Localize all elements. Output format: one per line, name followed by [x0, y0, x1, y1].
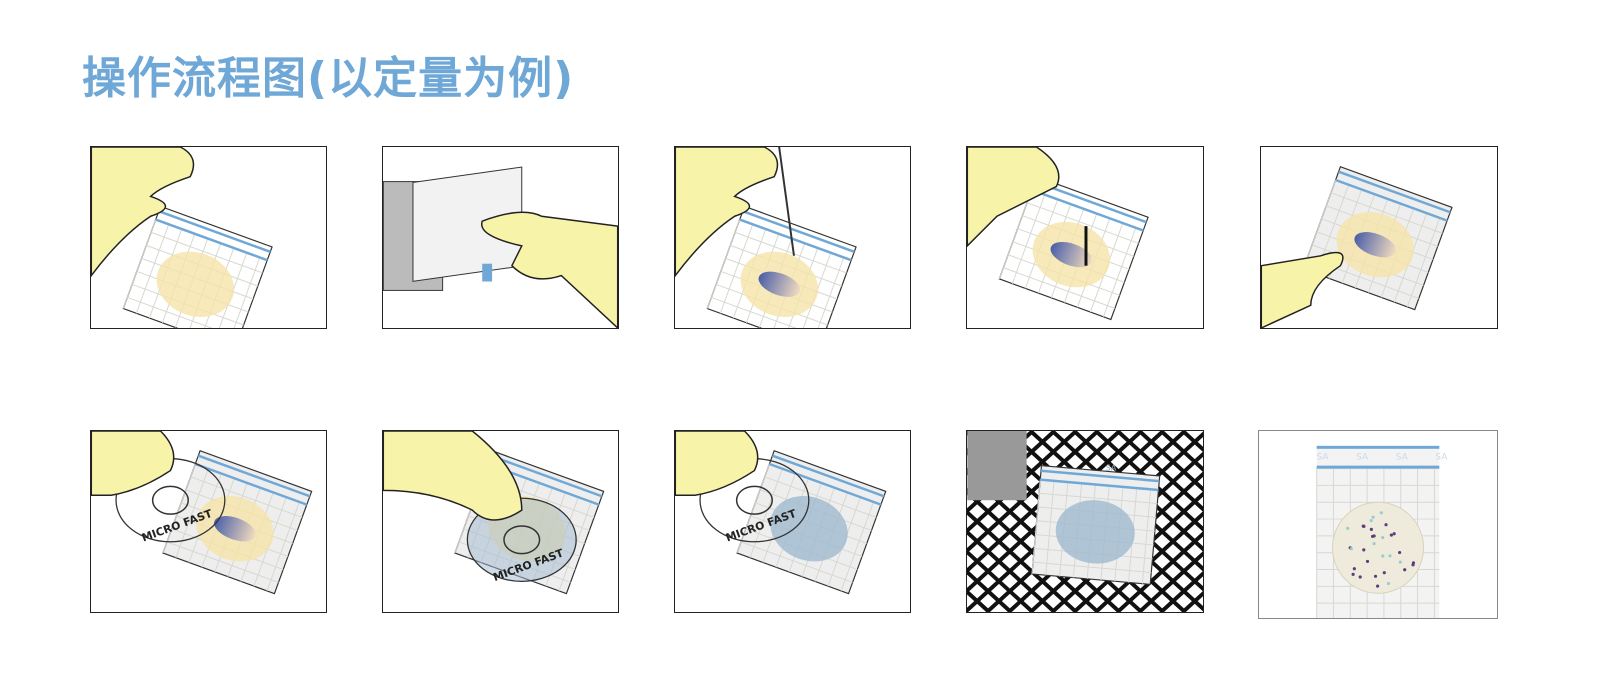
- colony: [1376, 584, 1380, 588]
- step-panel-9: SA: [966, 430, 1204, 613]
- colony: [1362, 548, 1366, 552]
- place-spreader-icon: MICRO FAST: [91, 431, 313, 595]
- hand-icon: [91, 147, 195, 278]
- step-panel-8: MICRO FAST: [674, 430, 911, 613]
- step-panel-5: [1260, 146, 1498, 329]
- colony: [1398, 550, 1402, 555]
- colony: [1388, 554, 1392, 558]
- colony: [1403, 568, 1407, 572]
- colony: [1373, 574, 1378, 578]
- hand-icon: [481, 211, 618, 328]
- colony: [1352, 567, 1356, 571]
- strip-label: SA: [1435, 453, 1448, 463]
- take-plate-from-pack-icon: [383, 166, 618, 328]
- test-plate: [998, 175, 1149, 321]
- colony: [1386, 581, 1391, 586]
- test-plate: [706, 205, 857, 328]
- colony: [1349, 547, 1353, 551]
- step-panel-4: [966, 146, 1204, 329]
- colony: [1392, 532, 1396, 536]
- colony: [1381, 554, 1385, 558]
- colony: [1371, 515, 1375, 519]
- hand-icon: [967, 147, 1060, 248]
- step-panel-7: MICRO FAST: [382, 430, 619, 613]
- colony: [1384, 523, 1388, 527]
- strip-label: SA: [1396, 453, 1409, 463]
- colony: [1370, 534, 1375, 539]
- colony: [1351, 572, 1355, 576]
- hand-icon: [675, 147, 779, 278]
- remove-spreader-icon: MICRO FAST: [675, 431, 887, 595]
- lower-top-film-icon: [967, 147, 1149, 321]
- hand-icon: [383, 431, 523, 521]
- incubate-plate-icon: SA: [967, 431, 1203, 612]
- svg-text:SA: SA: [1106, 464, 1117, 473]
- colony: [1389, 533, 1393, 537]
- hand-icon: [91, 431, 175, 497]
- count-colonies-icon: SA SA SA SA: [1316, 445, 1448, 618]
- step-panel-6: MICRO FAST: [90, 430, 327, 613]
- colony: [1381, 535, 1385, 540]
- press-spreader-icon: MICRO FAST: [383, 431, 605, 595]
- strip-label: SA: [1317, 453, 1330, 463]
- pipette-sample-icon: [675, 147, 857, 328]
- step-panel-10: SA SA SA SA: [1258, 430, 1498, 619]
- test-plate: [1302, 166, 1453, 311]
- step-panel-3: [674, 146, 911, 329]
- page-title: 操作流程图(以定量为例): [82, 53, 575, 104]
- colony: [1365, 559, 1370, 563]
- colony: [1372, 542, 1376, 546]
- colony: [1346, 526, 1350, 530]
- hand-icon: [1261, 251, 1344, 328]
- colony: [1398, 560, 1402, 564]
- colony: [1411, 561, 1416, 565]
- test-plate: [162, 450, 313, 595]
- lift-top-film-icon: [91, 147, 273, 328]
- colony: [1362, 524, 1366, 528]
- colony: [1379, 511, 1383, 515]
- strip-label: SA: [1356, 453, 1369, 463]
- test-plate: [1031, 464, 1161, 585]
- step-panel-2: [382, 146, 619, 329]
- hand-icon: [675, 431, 759, 497]
- colony: [1382, 571, 1386, 575]
- colony: [1369, 519, 1373, 523]
- step-panel-1: [90, 146, 327, 329]
- test-plate: [122, 205, 273, 328]
- colony: [1369, 527, 1373, 531]
- film-covered-plate-icon: [1261, 166, 1453, 328]
- colony: [1358, 575, 1362, 579]
